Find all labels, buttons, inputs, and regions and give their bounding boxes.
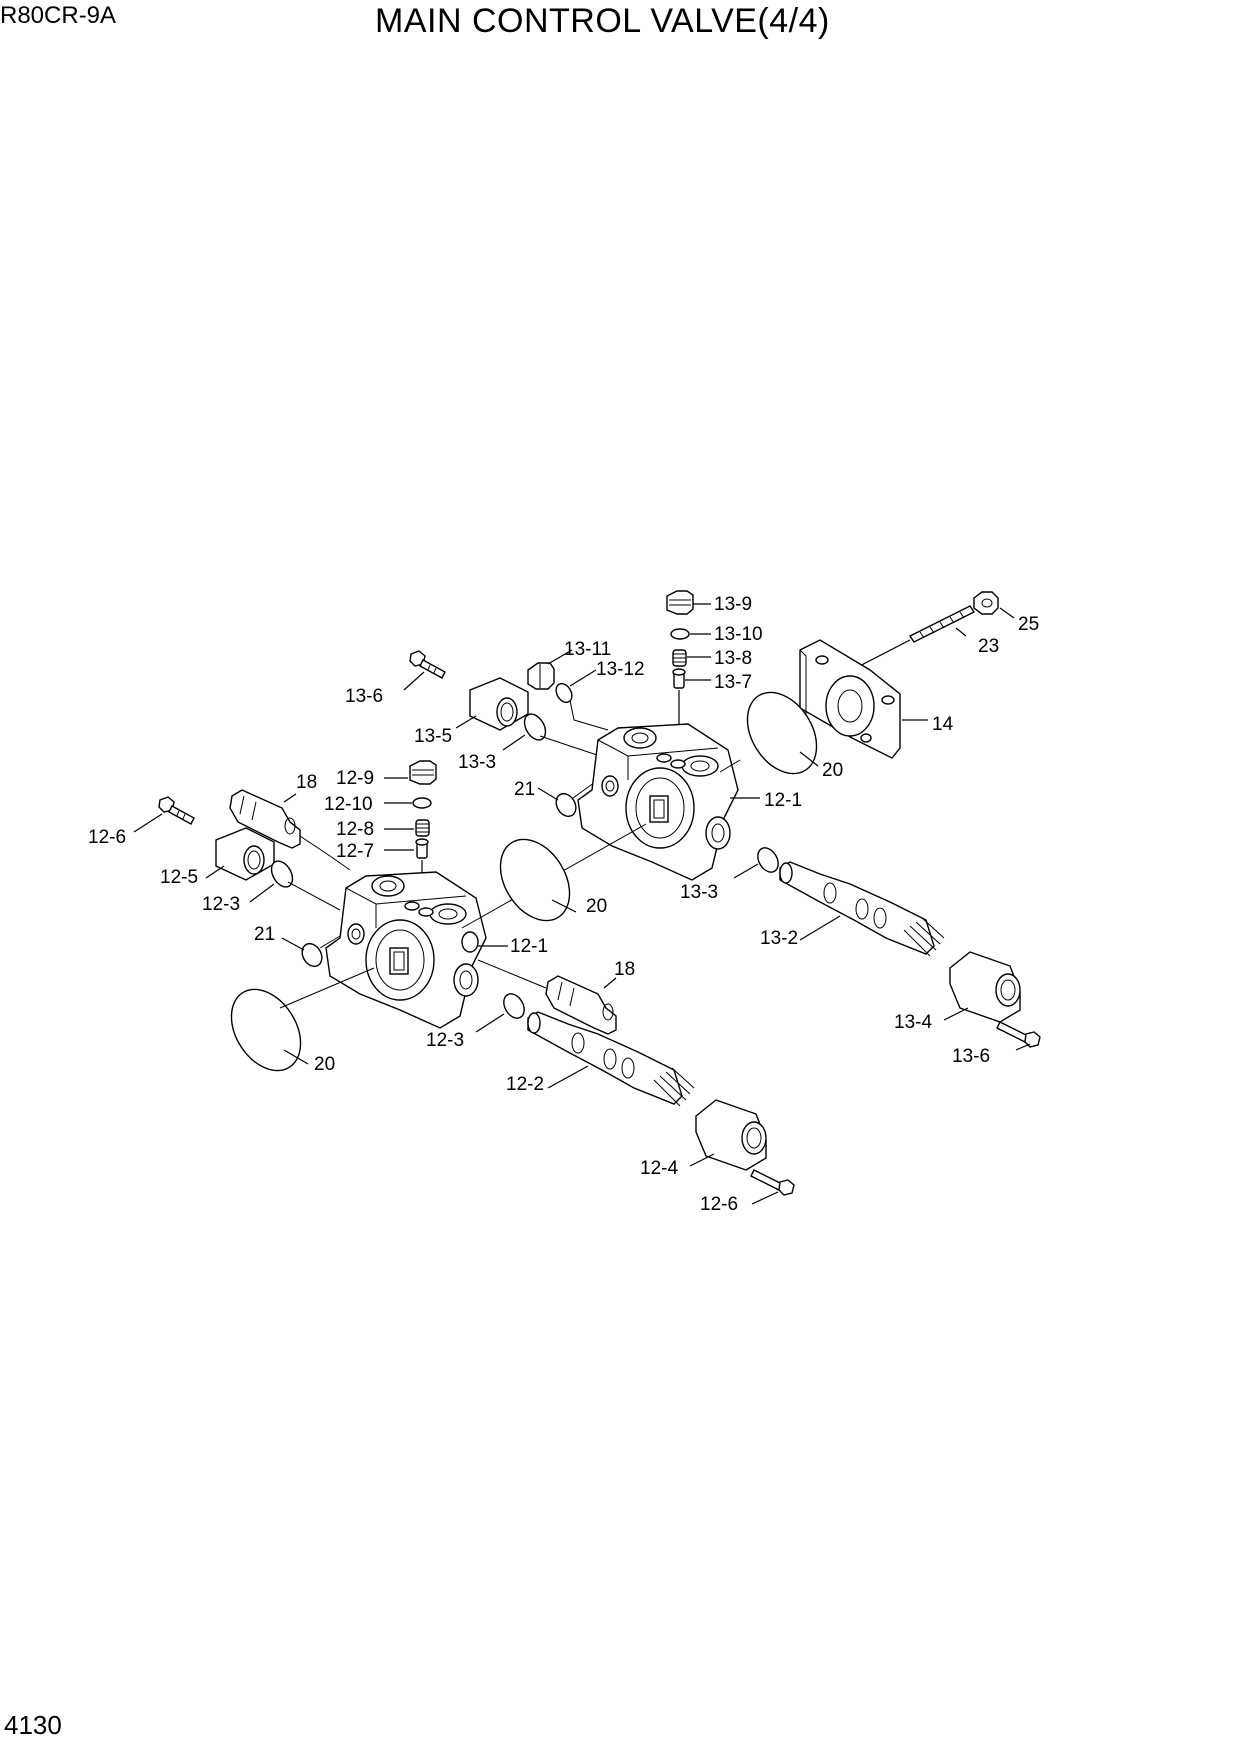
label-12-4: 12-4 — [640, 1158, 678, 1179]
label-13-6-upper: 13-6 — [345, 686, 383, 707]
label-12-7: 12-7 — [336, 841, 374, 862]
label-13-6-lower: 13-6 — [952, 1046, 990, 1067]
label-14: 14 — [932, 714, 954, 735]
label-23: 23 — [978, 636, 999, 657]
upper-section-parts — [403, 590, 1041, 1051]
label-13-5: 13-5 — [414, 726, 452, 747]
label-18-lower: 18 — [614, 959, 635, 980]
part-12-1-valve-block-lower[interactable] — [325, 823, 647, 1029]
part-12-3-o-ring-upper[interactable] — [249, 857, 341, 911]
callout-labels: 13-9 13-10 13-8 13-7 13-11 13-12 13-6 13… — [88, 594, 1039, 1215]
part-12-3-o-ring-lower[interactable] — [475, 990, 528, 1033]
label-13-3-lower: 13-3 — [680, 882, 718, 903]
part-18-relief-valve-upper[interactable] — [229, 789, 351, 871]
label-13-8: 13-8 — [714, 648, 752, 669]
label-12-5: 12-5 — [160, 867, 198, 888]
part-13-2-spool[interactable] — [779, 861, 945, 957]
part-12-2-spool[interactable] — [527, 1011, 695, 1107]
part-25-nut[interactable] — [973, 591, 1015, 619]
model-code: R80CR-9A — [0, 2, 117, 29]
part-13-4-cap[interactable] — [943, 951, 1021, 1023]
label-13-10: 13-10 — [714, 624, 763, 645]
part-13-3-o-ring-lower[interactable] — [733, 844, 782, 879]
label-12-10: 12-10 — [324, 794, 373, 815]
part-13-11-plug[interactable] — [527, 649, 573, 690]
part-13-9-plug[interactable] — [666, 590, 711, 615]
part-14-end-plate[interactable] — [799, 639, 928, 759]
label-12-1-upper: 12-1 — [764, 790, 802, 811]
part-13-10-o-ring[interactable] — [670, 628, 711, 640]
page-number: 4130 — [4, 1710, 62, 1740]
part-13-5-cap[interactable] — [455, 677, 529, 731]
part-13-6-screw-lower[interactable] — [996, 1021, 1041, 1051]
part-12-9-plug[interactable] — [384, 760, 437, 785]
part-20-o-ring-middle[interactable] — [486, 827, 584, 933]
part-21-o-ring-lower[interactable] — [281, 935, 341, 970]
label-13-11: 13-11 — [564, 639, 611, 660]
part-12-1-valve-block-upper[interactable] — [577, 723, 760, 881]
label-20-right: 20 — [822, 760, 843, 781]
part-13-12-o-ring[interactable] — [553, 669, 609, 731]
label-13-4: 13-4 — [894, 1012, 932, 1033]
part-12-8-spring[interactable] — [384, 819, 430, 837]
part-12-10-o-ring[interactable] — [384, 797, 432, 809]
label-12-6-lower: 12-6 — [700, 1194, 738, 1215]
label-12-3-upper: 12-3 — [202, 894, 240, 915]
label-12-1-lower: 12-1 — [510, 936, 548, 957]
part-12-6-screw-lower[interactable] — [750, 1169, 795, 1205]
part-23-tie-rod[interactable] — [847, 605, 976, 673]
label-18-upper: 18 — [296, 772, 317, 793]
label-12-6-upper: 12-6 — [88, 827, 126, 848]
part-12-6-screw-upper[interactable] — [133, 796, 195, 833]
part-20-o-ring-lower[interactable] — [217, 967, 375, 1083]
part-12-5-cap[interactable] — [205, 827, 275, 881]
label-12-2: 12-2 — [506, 1074, 544, 1095]
part-13-8-spring[interactable] — [672, 649, 711, 667]
label-13-3-upper: 13-3 — [458, 752, 496, 773]
label-12-9: 12-9 — [336, 768, 374, 789]
part-13-3-o-ring-upper[interactable] — [502, 710, 601, 757]
lower-section-parts — [133, 760, 795, 1205]
label-13-2: 13-2 — [760, 928, 798, 949]
part-12-7-poppet[interactable] — [384, 838, 429, 920]
label-12-8: 12-8 — [336, 819, 374, 840]
part-18-relief-valve-lower[interactable] — [477, 959, 617, 1035]
label-20-lower: 20 — [314, 1054, 335, 1075]
label-20-middle: 20 — [586, 896, 607, 917]
part-21-o-ring-upper[interactable] — [537, 779, 599, 820]
label-25: 25 — [1018, 614, 1039, 635]
label-13-12: 13-12 — [596, 659, 645, 680]
label-12-3-lower: 12-3 — [426, 1030, 464, 1051]
label-13-9: 13-9 — [714, 594, 752, 615]
label-21-lower: 21 — [254, 924, 275, 945]
label-13-7: 13-7 — [714, 672, 752, 693]
part-20-o-ring-right[interactable] — [719, 680, 831, 786]
page-title: MAIN CONTROL VALVE(4/4) — [375, 2, 830, 40]
label-21-upper: 21 — [514, 779, 535, 800]
part-12-4-cap[interactable] — [689, 1099, 767, 1171]
part-13-6-screw-upper[interactable] — [403, 650, 446, 691]
